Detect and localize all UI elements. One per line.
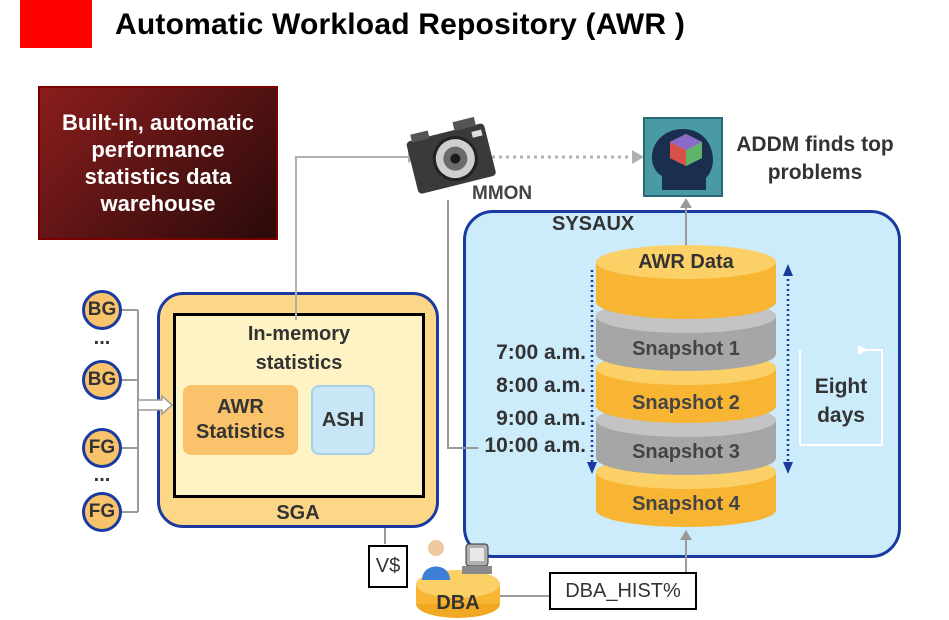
retention-text: Eight days [814, 375, 868, 427]
red-accent-block [20, 0, 92, 48]
snapshot-1-label: Snapshot 1 [632, 338, 740, 360]
bg-process-1: BG [82, 290, 122, 330]
time-label: 8:00 a.m. [496, 374, 586, 397]
page-title: Automatic Workload Repository (AWR ) [115, 8, 686, 41]
time-label: 9:00 a.m. [496, 407, 586, 430]
time-label: 10:00 a.m. [484, 434, 586, 457]
fg-process-1: FG [82, 428, 122, 468]
dba-label: DBA [436, 592, 480, 614]
snapshot-4-label: Snapshot 4 [632, 493, 740, 515]
dba-hist-view-box: DBA_HIST% [549, 572, 697, 610]
addm-label: ADDM finds top problems [735, 131, 895, 187]
awr-data-label: AWR Data [638, 251, 734, 273]
addm-head-icon [643, 117, 723, 197]
sga-label: SGA [276, 502, 320, 524]
inmemory-label: In-memory statistics [173, 320, 425, 378]
builtin-warehouse-box: Built-in, automatic performance statisti… [38, 86, 278, 240]
ash-label: ASH [321, 408, 365, 431]
snapshot-2-label: Snapshot 2 [632, 392, 740, 414]
process-ellipsis-bg: ... [93, 327, 111, 349]
awr-statistics-box: AWR Statistics [183, 385, 298, 455]
awr-disk-stack [596, 245, 776, 527]
camera-icon [406, 116, 496, 194]
ash-box: ASH [311, 385, 375, 455]
awr-statistics-label: AWR Statistics [196, 396, 285, 443]
addm-text: ADDM finds top problems [736, 133, 894, 184]
builtin-warehouse-label: Built-in, automatic performance statisti… [62, 110, 254, 216]
fg-process-2: FG [82, 492, 122, 532]
dba-person-icon [416, 540, 500, 618]
sysaux-label: SYSAUX [552, 213, 635, 235]
bg-process-2: BG [82, 360, 122, 400]
time-label: 7:00 a.m. [496, 341, 586, 364]
process-arrow [137, 394, 174, 416]
snapshot-times: 7:00 a.m. 8:00 a.m. 9:00 a.m. 10:00 a.m. [476, 336, 586, 462]
inmemory-text: In-memory statistics [247, 323, 351, 374]
process-ellipsis-fg: ... [93, 464, 111, 486]
stats-to-mmon-line [295, 156, 408, 320]
vdollar-view-box: V$ [368, 545, 408, 588]
retention-label: Eight days [800, 372, 882, 430]
mmon-to-snapshot-line [447, 200, 478, 449]
mmon-label: MMON [472, 183, 533, 204]
snapshot-3-label: Snapshot 3 [632, 441, 740, 463]
